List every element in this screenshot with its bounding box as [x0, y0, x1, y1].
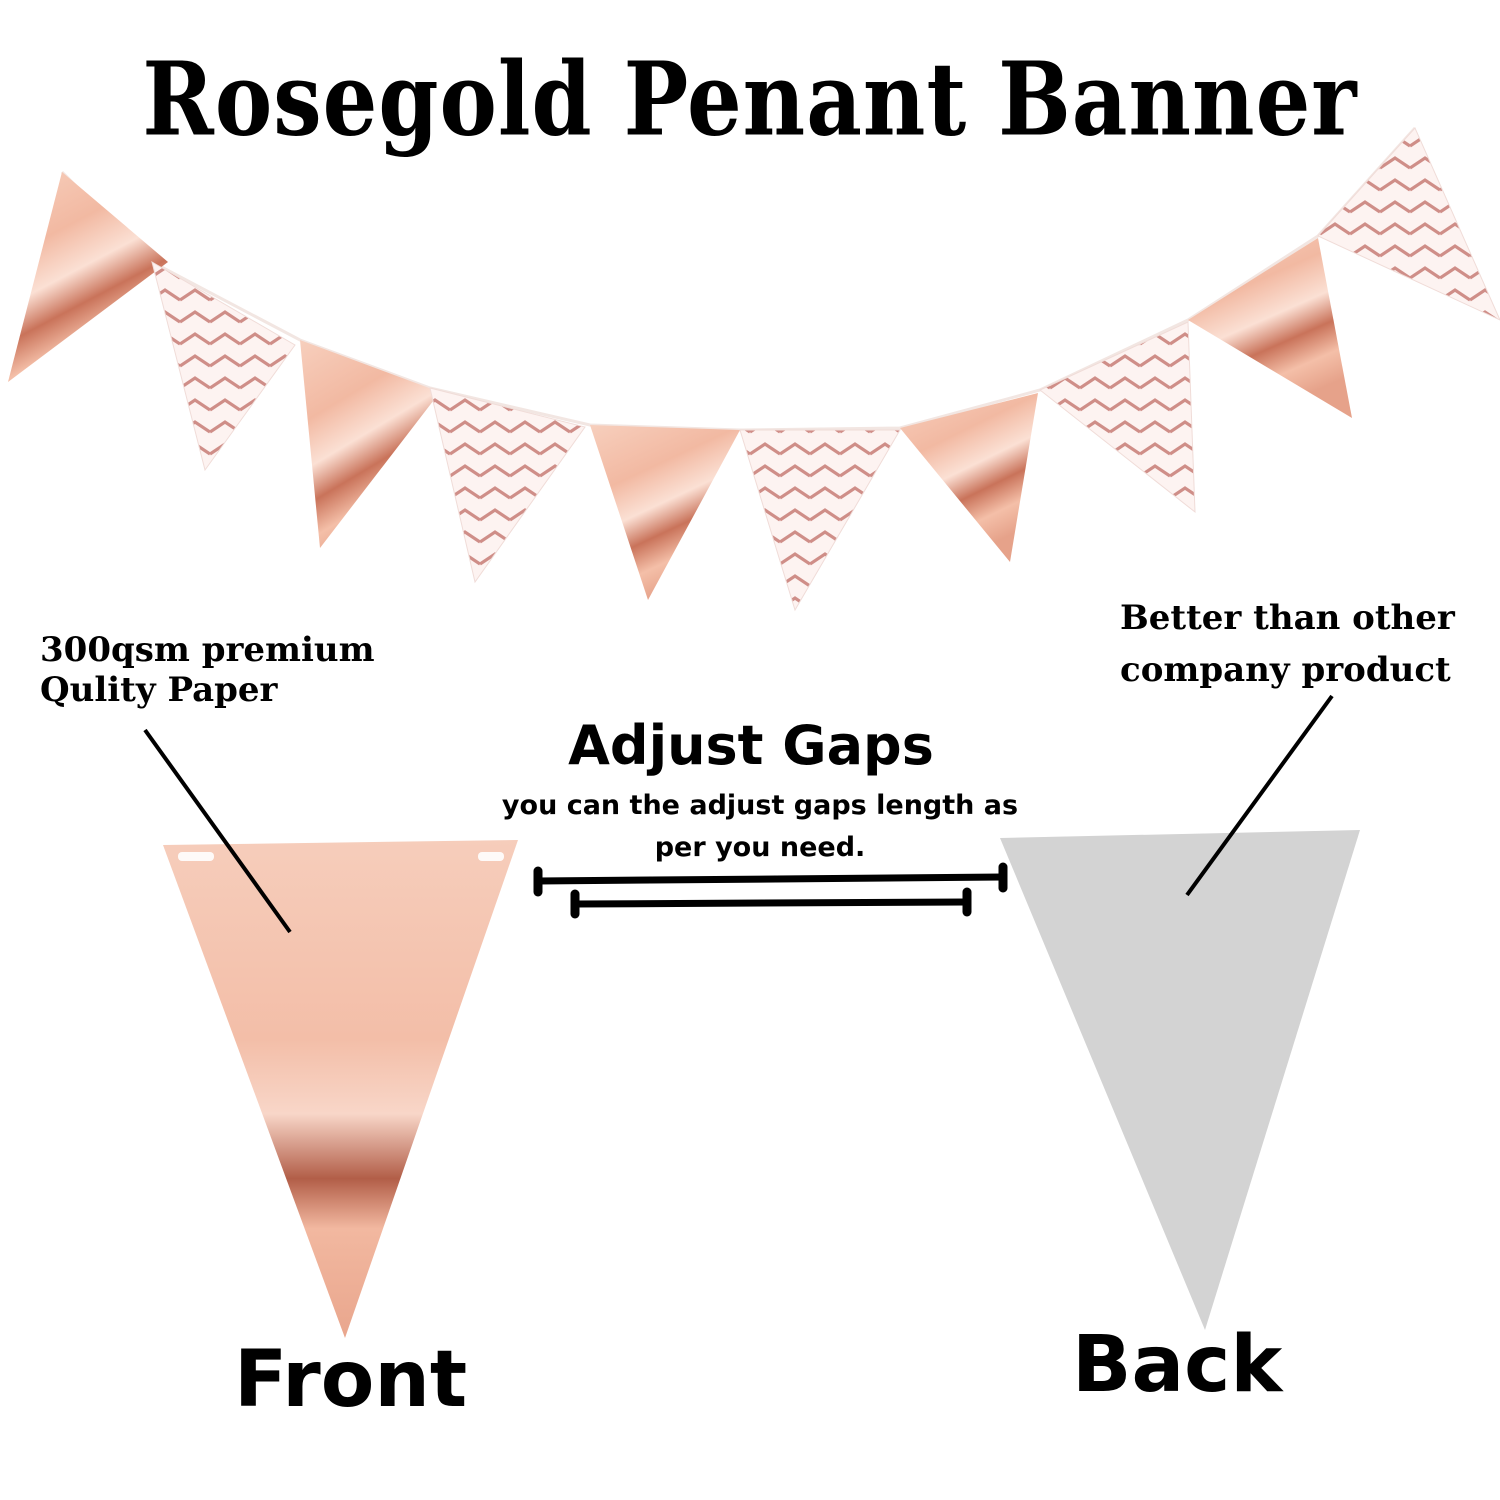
- paper-note-pointer: [143, 728, 292, 934]
- back-pennant: [1000, 830, 1360, 1330]
- adjust-gaps-description: you can the adjust gaps length as per yo…: [501, 790, 1019, 863]
- paper-quality-note: 300qsm premium Qulity Paper: [40, 630, 375, 710]
- gap-bar-long: [533, 862, 1008, 897]
- pennant-chevron: [1039, 321, 1196, 514]
- page-title: Rosegold Penant Banner: [142, 40, 1358, 160]
- product-quality-note: Better than other company product: [1120, 592, 1455, 696]
- pennant-foil: [300, 340, 440, 548]
- gap-bar-short: [570, 887, 972, 919]
- quality-note-pointer: [1185, 694, 1334, 897]
- pennant-chevron: [429, 387, 586, 584]
- pennant-foil: [8, 172, 168, 382]
- paper-note-line-2: Qulity Paper: [40, 670, 278, 710]
- front-pennant: [163, 840, 518, 1338]
- pennant-chevron: [739, 429, 901, 612]
- quality-note-line-1: Better than other: [1120, 598, 1455, 638]
- paper-note-line-1: 300qsm premium: [40, 630, 375, 670]
- front-label: Front: [234, 1335, 468, 1425]
- pennant-foil: [1188, 238, 1352, 418]
- pennant-chevron: [151, 260, 296, 472]
- back-label: Back: [1072, 1320, 1283, 1410]
- pennant-foil: [900, 393, 1038, 562]
- adjust-gaps-heading: Adjust Gaps: [568, 714, 934, 777]
- quality-note-line-2: company product: [1120, 650, 1451, 690]
- pennant-foil: [590, 425, 740, 600]
- pennant-chevron: [1317, 127, 1500, 321]
